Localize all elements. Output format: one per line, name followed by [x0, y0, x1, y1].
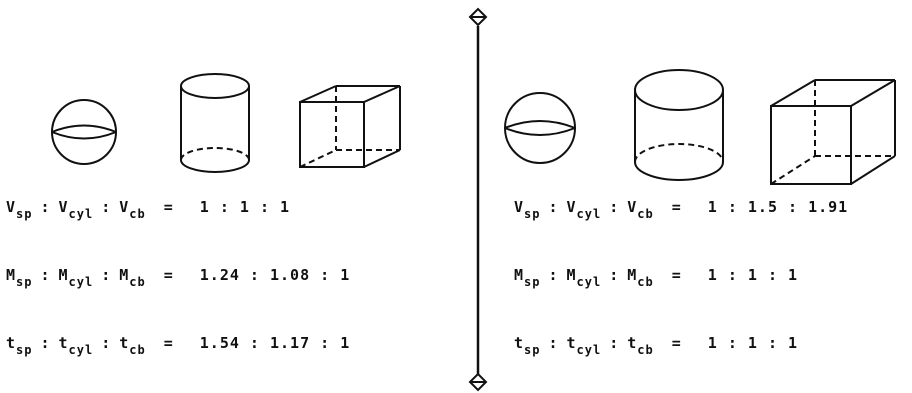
term: Vcyl [566, 198, 602, 220]
term-subscript: sp [524, 343, 541, 357]
term-symbol: V [514, 198, 525, 216]
equation-mass-right: Msp: Mcyl: Mcb = 1 : 1 : 1 [514, 266, 799, 288]
term-subscript: cyl [576, 275, 602, 289]
separator: : [40, 266, 51, 284]
term-symbol: V [627, 198, 638, 216]
separator: : [548, 198, 559, 216]
term: Vcb [627, 198, 653, 220]
term: Vsp [514, 198, 540, 220]
center-divider [468, 7, 488, 392]
term: tcb [627, 334, 653, 356]
separator: : [101, 266, 112, 284]
term: tcyl [566, 334, 602, 356]
term: tcb [119, 334, 145, 356]
sphere-right [504, 92, 576, 164]
equals-sign: = [163, 334, 174, 352]
term-symbol: V [566, 198, 577, 216]
term-symbol: M [627, 266, 638, 284]
separator: : [609, 334, 620, 352]
separator: : [101, 334, 112, 352]
ratio-value: 1.24 : 1.08 : 1 [199, 266, 351, 284]
separator: : [609, 266, 620, 284]
equals-sign: = [163, 198, 174, 216]
term-subscript: cyl [576, 343, 602, 357]
term-symbol: M [119, 266, 130, 284]
term-subscript: cb [129, 207, 146, 221]
term: Mcb [119, 266, 145, 288]
equals-sign: = [671, 334, 682, 352]
term: Vsp [6, 198, 32, 220]
separator: : [609, 198, 620, 216]
equals-sign: = [671, 266, 682, 284]
cube-right [770, 79, 896, 185]
term-symbol: t [514, 334, 525, 352]
term-subscript: cyl [68, 275, 94, 289]
cube-left [299, 85, 401, 168]
term-symbol: M [6, 266, 17, 284]
term-symbol: M [58, 266, 69, 284]
term-subscript: cb [637, 207, 654, 221]
term-subscript: cyl [68, 207, 94, 221]
term-symbol: t [6, 334, 17, 352]
term-subscript: cb [129, 343, 146, 357]
separator: : [40, 334, 51, 352]
term-symbol: t [119, 334, 130, 352]
term-symbol: V [58, 198, 69, 216]
ratio-value: 1 : 1 : 1 [199, 198, 291, 216]
term-subscript: sp [524, 275, 541, 289]
term-symbol: M [514, 266, 525, 284]
term-symbol: t [627, 334, 638, 352]
equation-time-left: tsp:tcyl:tcb=1.54 : 1.17 : 1 [6, 334, 351, 356]
term-symbol: V [6, 198, 17, 216]
term: Mcyl [58, 266, 94, 288]
term-subscript: sp [16, 343, 33, 357]
term-symbol: t [58, 334, 69, 352]
term: Vcb [119, 198, 145, 220]
term-subscript: sp [16, 275, 33, 289]
term: Mcyl [566, 266, 602, 288]
term-symbol: t [566, 334, 577, 352]
ratio-value: 1 : 1.5 : 1.91 [707, 198, 849, 216]
cylinder-right [634, 69, 724, 181]
equation-volume-right: Vsp: Vcyl: Vcb = 1 : 1.5 : 1.91 [514, 198, 849, 220]
term: Vcyl [58, 198, 94, 220]
term: tcyl [58, 334, 94, 356]
term-subscript: cb [637, 275, 654, 289]
cylinder-left [180, 73, 250, 173]
ratio-value: 1 : 1 : 1 [707, 334, 799, 352]
equals-sign: = [163, 266, 174, 284]
ratio-value: 1 : 1 : 1 [707, 266, 799, 284]
term: Msp [514, 266, 540, 288]
equation-time-right: tsp:tcyl:tcb=1 : 1 : 1 [514, 334, 799, 356]
term-subscript: sp [16, 207, 33, 221]
term-symbol: V [119, 198, 130, 216]
separator: : [548, 266, 559, 284]
term-subscript: cb [129, 275, 146, 289]
term-subscript: sp [524, 207, 541, 221]
sphere-left [51, 99, 117, 165]
term-symbol: M [566, 266, 577, 284]
term: tsp [514, 334, 540, 356]
equals-sign: = [671, 198, 682, 216]
ratio-value: 1.54 : 1.17 : 1 [199, 334, 351, 352]
term: tsp [6, 334, 32, 356]
equation-mass-left: Msp: Mcyl: Mcb = 1.24 : 1.08 : 1 [6, 266, 351, 288]
term-subscript: cyl [68, 343, 94, 357]
term-subscript: cyl [576, 207, 602, 221]
separator: : [101, 198, 112, 216]
separator: : [40, 198, 51, 216]
equation-volume-left: Vsp: Vcyl: Vcb = 1 : 1 : 1 [6, 198, 291, 220]
separator: : [548, 334, 559, 352]
term: Mcb [627, 266, 653, 288]
term-subscript: cb [637, 343, 654, 357]
term: Msp [6, 266, 32, 288]
